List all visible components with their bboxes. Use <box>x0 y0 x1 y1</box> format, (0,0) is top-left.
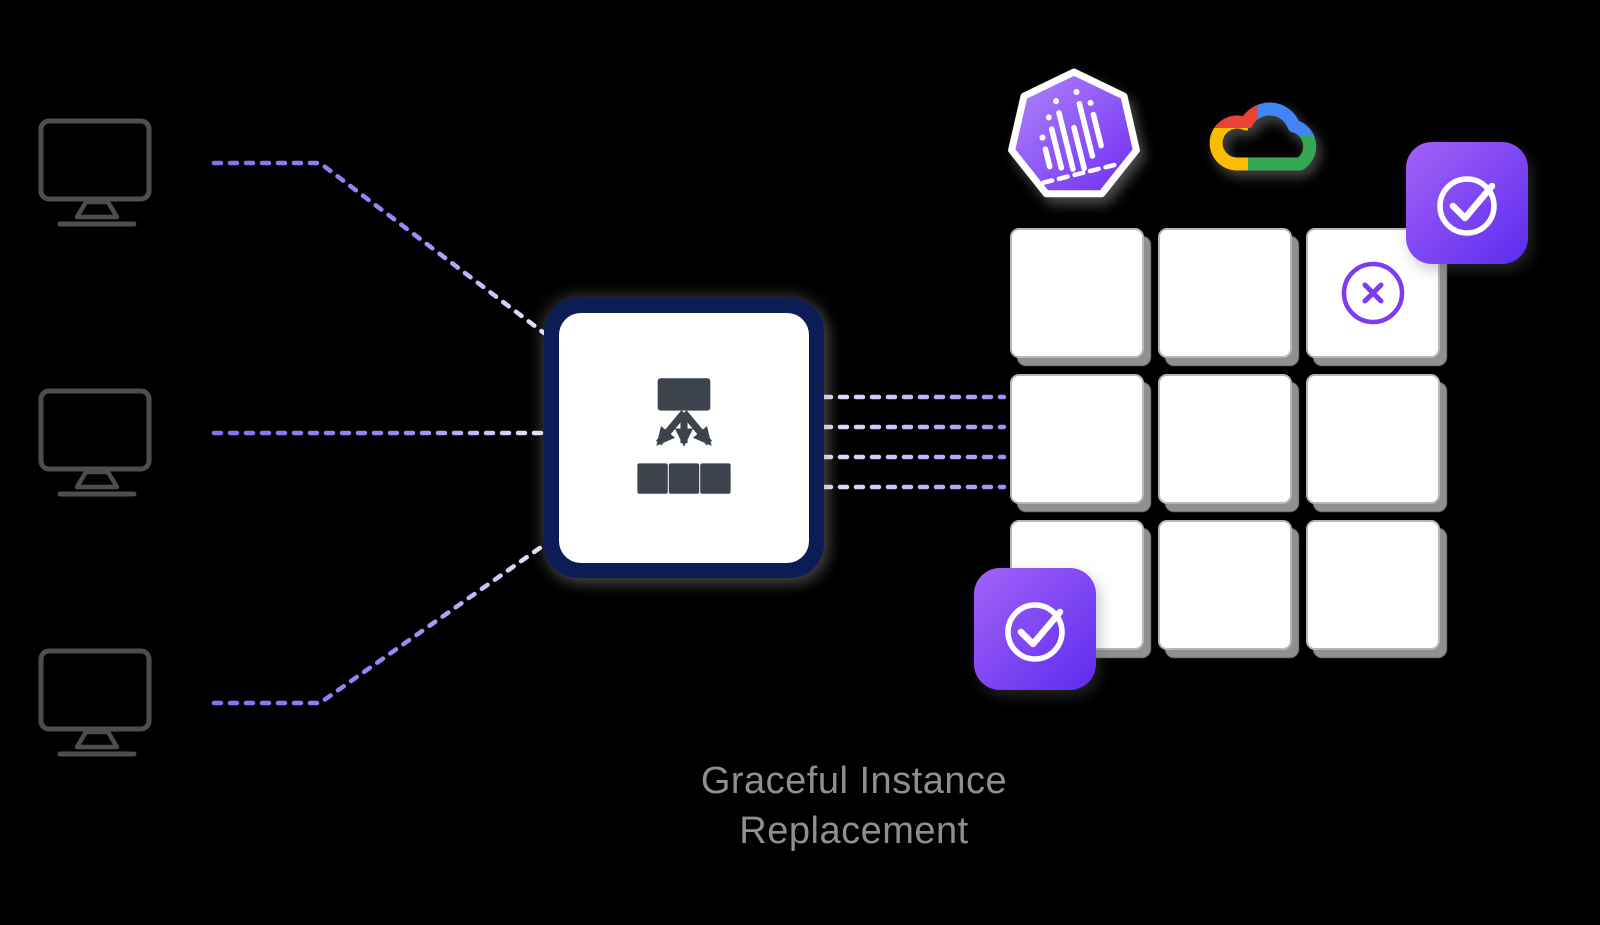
client-node-2 <box>38 388 156 509</box>
check-badge-top-right <box>1406 142 1528 264</box>
instance-cell <box>1158 520 1292 650</box>
google-cloud-icon <box>1200 82 1320 180</box>
caption-line-2: Replacement <box>739 810 969 852</box>
instance-cell <box>1306 520 1440 650</box>
check-circle-icon <box>1437 176 1497 236</box>
instance-cell <box>1158 228 1292 358</box>
load-balancer-node <box>544 298 824 578</box>
load-balancer-card <box>559 313 809 563</box>
x-circle-icon <box>1341 261 1405 325</box>
client-node-1 <box>38 118 156 239</box>
caption-line-1: Graceful Instance <box>700 760 1008 802</box>
check-badge-bottom-left <box>974 568 1096 690</box>
check-circle-icon <box>1005 602 1065 662</box>
instance-cell <box>1158 374 1292 504</box>
instance-cell-failed <box>1306 228 1440 358</box>
instance-cell <box>1010 228 1144 358</box>
client3-connector <box>211 542 547 706</box>
dcos-heptagon-icon <box>1008 68 1140 198</box>
diagram-caption: Graceful Instance Replacement <box>520 756 1188 856</box>
instance-cell <box>1306 374 1440 504</box>
desktop-monitor-icon <box>38 388 152 497</box>
instance-cell <box>1010 374 1144 504</box>
google-cloud-logo <box>1186 74 1322 187</box>
load-balancer-icon <box>637 378 731 494</box>
desktop-monitor-icon <box>38 118 152 227</box>
desktop-monitor-icon <box>38 648 152 757</box>
dcos-logo <box>1000 60 1148 213</box>
client-node-3 <box>38 648 156 769</box>
client1-connector <box>211 160 547 336</box>
